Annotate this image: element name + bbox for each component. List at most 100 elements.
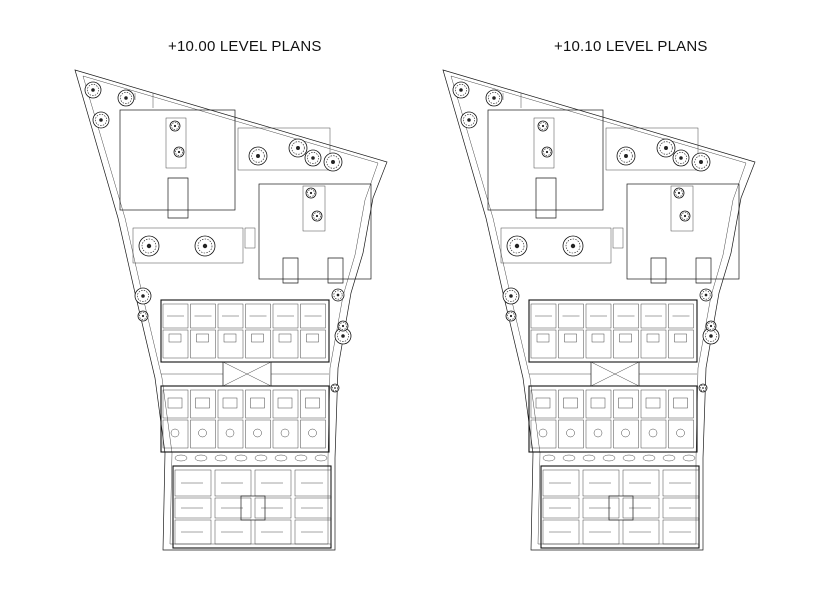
tree-symbol <box>691 152 711 172</box>
plaza-area <box>237 127 331 171</box>
tree-foliage <box>455 84 467 96</box>
tree-symbol <box>323 152 343 172</box>
living-room <box>585 329 612 359</box>
bed-symbol <box>167 397 183 409</box>
bedroom <box>162 389 189 419</box>
tree-foliage <box>291 141 305 155</box>
parking-marker <box>234 454 248 462</box>
planter-strip-a <box>533 117 555 169</box>
parking-marker <box>274 454 288 462</box>
living-room <box>558 329 584 359</box>
tree-symbol <box>673 187 685 199</box>
tree-foliage <box>197 238 213 254</box>
tree-foliage <box>175 148 183 156</box>
parking-marker <box>314 454 328 462</box>
parking-marker <box>194 454 208 462</box>
storage-block <box>172 454 332 549</box>
table-symbol <box>196 333 209 343</box>
tree-foliage <box>139 312 147 320</box>
bedroom <box>613 389 639 419</box>
tree-foliage <box>137 290 149 302</box>
dining-table <box>225 428 235 438</box>
tree-foliage <box>141 238 157 254</box>
storage-room <box>662 469 700 497</box>
living-room <box>245 329 271 359</box>
building-block-b <box>626 183 740 280</box>
bed-symbol <box>222 397 238 409</box>
storage-room <box>214 519 252 545</box>
table-symbol <box>564 333 577 343</box>
parking-marker <box>542 454 556 462</box>
tree-foliage <box>681 212 689 220</box>
table-symbol <box>674 333 687 343</box>
table-symbol <box>251 333 264 343</box>
tree-foliage <box>707 322 715 330</box>
bedroom <box>613 303 639 329</box>
tree-symbol <box>84 81 102 99</box>
tree-foliage <box>694 155 708 169</box>
living-room <box>190 329 216 359</box>
tree-trunk <box>309 191 313 195</box>
tree-symbol <box>672 149 690 167</box>
dining-table <box>648 428 658 438</box>
tree-symbol <box>288 138 308 158</box>
tree-foliage <box>326 155 340 169</box>
tree-symbol <box>117 89 135 107</box>
parking-marker <box>174 454 188 462</box>
storage-room <box>174 469 212 497</box>
path-edge <box>134 93 154 108</box>
storage-room <box>294 519 332 545</box>
bench <box>244 227 256 249</box>
tree-trunk <box>331 160 335 164</box>
tree-foliage <box>171 122 179 130</box>
tree-foliage <box>339 322 347 330</box>
tree-symbol <box>699 288 713 302</box>
table-symbol <box>278 333 292 343</box>
storage-room <box>662 519 700 545</box>
tree-trunk <box>704 293 708 297</box>
planter-strip-b <box>302 185 326 232</box>
planter-strip-a <box>165 117 187 169</box>
dining-table <box>198 428 207 438</box>
living-room <box>272 329 299 359</box>
building-block-b <box>258 183 372 280</box>
parking-marker <box>294 454 308 462</box>
tree-symbol <box>705 320 717 332</box>
dining-table <box>308 428 317 438</box>
tree-trunk <box>664 146 668 150</box>
parking-marker <box>682 454 696 462</box>
tree-symbol <box>138 235 160 257</box>
tree-foliage <box>307 152 319 164</box>
storage-room <box>622 497 660 519</box>
living-room <box>530 329 557 359</box>
living-room <box>613 419 639 449</box>
tree-foliage <box>251 149 265 163</box>
landscape-zone <box>84 81 372 345</box>
bedroom <box>558 389 584 419</box>
tree-trunk <box>702 387 704 389</box>
tree-symbol <box>92 111 110 129</box>
entry-notch-a <box>535 177 557 219</box>
lower-apartment-row <box>528 385 698 453</box>
table-symbol <box>619 333 632 343</box>
tree-foliage <box>509 238 525 254</box>
storage-room <box>214 469 252 497</box>
table-symbol <box>646 333 660 343</box>
tree-trunk <box>509 294 513 298</box>
site-boundary <box>74 69 388 551</box>
tree-trunk <box>124 96 128 100</box>
storage-room <box>174 497 212 519</box>
tree-trunk <box>492 96 496 100</box>
upper-apartment-row <box>160 299 330 363</box>
tree-trunk <box>91 88 95 92</box>
tree-foliage <box>699 384 707 392</box>
tree-foliage <box>543 148 551 156</box>
table-symbol <box>591 333 605 343</box>
tree-symbol <box>616 146 636 166</box>
tree-trunk <box>99 118 103 122</box>
storage-room <box>294 497 332 519</box>
tree-trunk <box>683 214 687 218</box>
storage-room <box>542 469 580 497</box>
bed-symbol <box>563 397 578 409</box>
tree-trunk <box>545 150 549 154</box>
